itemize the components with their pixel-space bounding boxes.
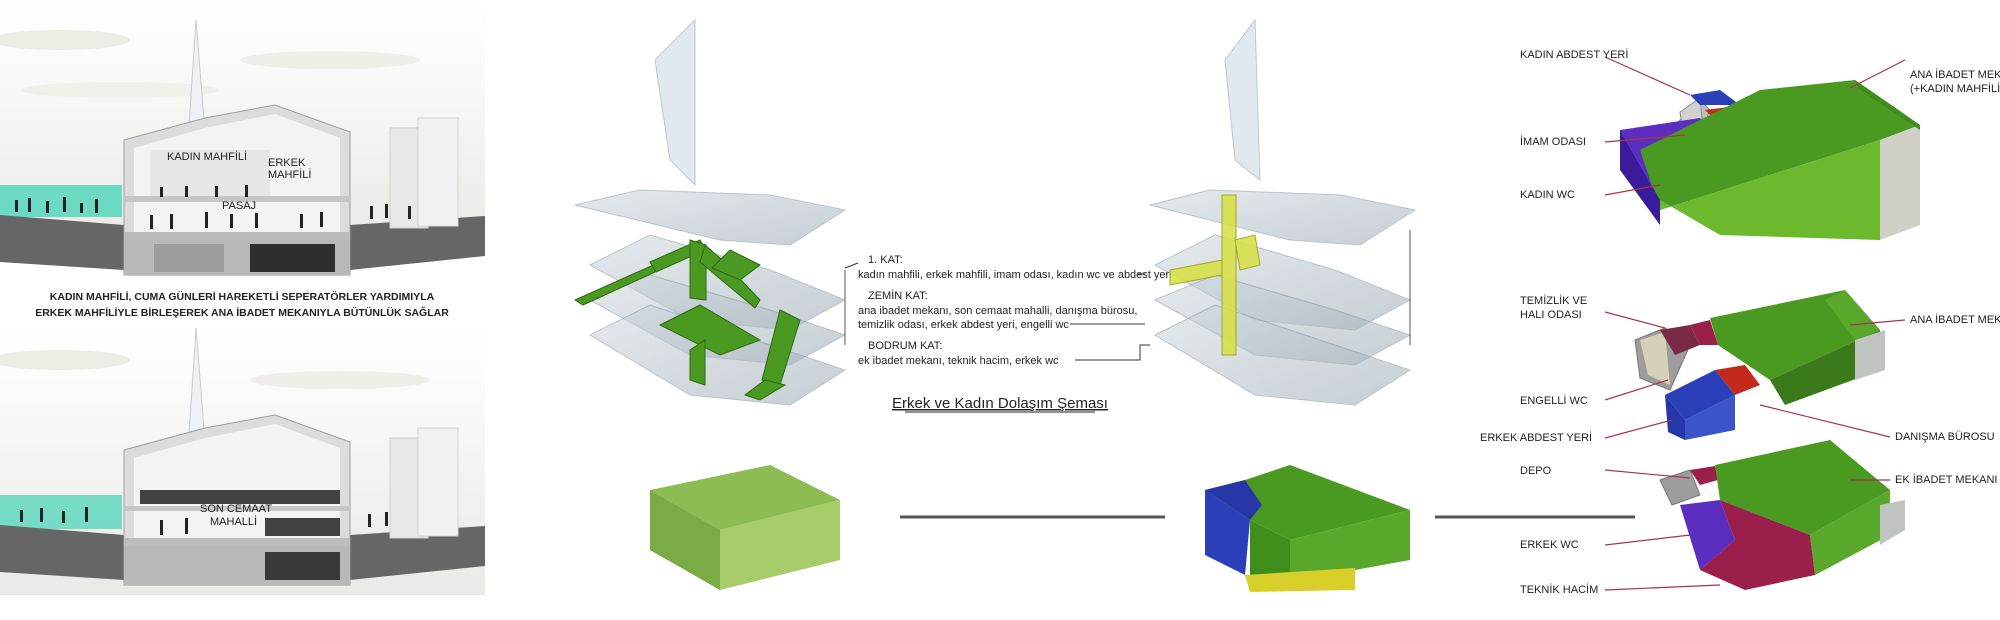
label-pasaj: PASAJ — [222, 200, 256, 212]
program-block-bottom — [1659, 440, 1905, 590]
massing-plain-block — [650, 465, 840, 590]
program-labels: KADIN ABDEST YERİ İMAM ODASI KADIN WC AN… — [1480, 48, 2000, 596]
floor-b-desc: ek ibadet mekanı, teknik hacim, erkek wc — [858, 355, 1059, 367]
section-caption-line2: ERKEK MAHFİLİYLE BİRLEŞEREK ANA İBADET M… — [35, 306, 449, 319]
circulation-diagram-green — [573, 18, 847, 406]
label-mahfili: MAHFİLİ — [268, 168, 311, 181]
section-render-bottom: SON CEMAAT MAHALLİ — [0, 325, 485, 595]
floor-1-desc: kadın mahfili, erkek mahfili, imam odası… — [858, 269, 1172, 281]
section-render-top: KADIN MAHFİLİ ERKEK MAHFİLİ PASAJ — [0, 0, 485, 276]
label-imam-odasi: İMAM ODASI — [1520, 135, 1586, 148]
program-block-top — [1620, 80, 1920, 240]
label-mahalli: MAHALLİ — [210, 515, 257, 528]
label-erkek-wc: ERKEK WC — [1520, 539, 1579, 551]
label-depo: DEPO — [1520, 465, 1552, 477]
label-ana-ibadet-middle: ANA İBADET MEKANI — [1910, 313, 2000, 326]
label-temizlik-ve: TEMİZLİK VE — [1520, 294, 1587, 307]
label-son-cemaat: SON CEMAAT — [200, 503, 272, 515]
circulation-floor-list: 1. KAT: kadın mahfili, erkek mahfili, im… — [844, 254, 1172, 413]
floor-b-leader — [1075, 344, 1150, 361]
floor-0-desc-line1: ana ibadet mekanı, son cemaat mahalli, d… — [858, 305, 1137, 317]
floor-1-name: 1. KAT: — [868, 254, 903, 266]
label-kadin-wc: KADIN WC — [1520, 189, 1575, 201]
section-caption-line1: KADIN MAHFİLİ, CUMA GÜNLERİ HAREKETLİ SE… — [50, 290, 435, 303]
floor-0-name: ZEMİN KAT: — [868, 289, 928, 302]
label-kadin-abdest-yeri: KADIN ABDEST YERİ — [1520, 48, 1628, 61]
label-erkek-abdest-yeri: ERKEK ABDEST YERİ — [1480, 431, 1592, 444]
label-engelli-wc: ENGELLİ WC — [1520, 394, 1588, 407]
label-kadin-mahfili-paren: (+KADIN MAHFİLİ) — [1910, 82, 2000, 95]
label-danisma-burosu: DANIŞMA BÜROSU — [1895, 431, 1995, 443]
circulation-title: Erkek ve Kadın Dolaşım Şeması — [892, 395, 1108, 412]
label-kadin-mahfili: KADIN MAHFİLİ — [167, 150, 247, 163]
label-ek-ibadet-mekani: EK İBADET MEKANI — [1895, 473, 1998, 486]
label-hali-odasi: HALI ODASI — [1520, 309, 1582, 321]
label-teknik-hacim: TEKNİK HACİM — [1520, 583, 1598, 596]
label-erkek: ERKEK — [268, 157, 306, 169]
floor-b-name: BODRUM KAT: — [868, 340, 942, 352]
massing-split-block — [1205, 465, 1410, 592]
label-ana-ibadet-top: ANA İBADET MEKANI — [1910, 68, 2000, 81]
program-leader-lines — [1604, 56, 1906, 591]
program-block-middle — [1634, 290, 1885, 440]
circulation-diagram-yellow — [1149, 18, 1417, 406]
floor-0-desc-line2: temizlik odası, erkek abdest yeri, engel… — [858, 319, 1069, 331]
